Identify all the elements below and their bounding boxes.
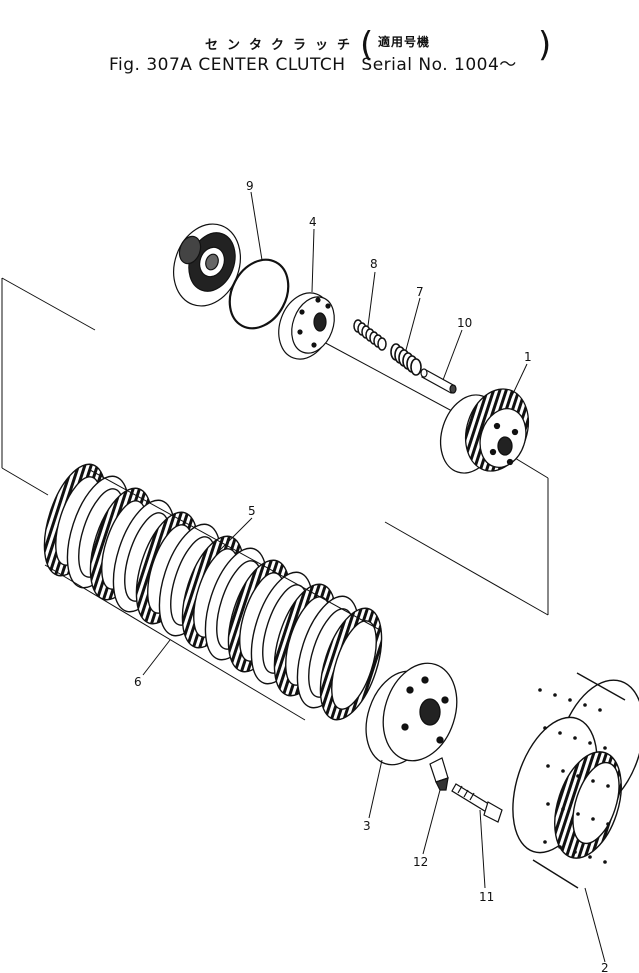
callout-labels: 9 4 8 7 10 1 5 6 3 12 11 2 <box>134 179 609 973</box>
bolt-hole <box>603 746 607 750</box>
bolt-hole <box>543 726 547 730</box>
bolt-hole <box>538 688 542 692</box>
part-2-bolt-holes <box>538 688 610 864</box>
figure-title: Fig. 307A CENTER CLUTCH Serial No. 1004～ <box>109 50 517 75</box>
part-1-clutch-hub <box>439 388 529 474</box>
clutch-disc-bore <box>331 620 377 710</box>
part-8-spring <box>353 319 387 351</box>
part-12-lock-plate <box>429 757 449 791</box>
bolt-hole <box>606 822 610 826</box>
title-japanese: センタクラッチ <box>205 38 360 53</box>
parts-5-6-disc-stack <box>43 463 383 721</box>
bolt-hole <box>598 708 602 712</box>
close-paren: ) <box>538 25 552 65</box>
part-3-retainer-plate <box>365 662 458 766</box>
figure-title-english: Fig. 307A CENTER CLUTCH <box>109 55 346 75</box>
disc-stack-bracket <box>44 469 381 721</box>
bolt-hole <box>603 860 607 864</box>
callout-9: 9 <box>246 179 254 193</box>
bolt-hole <box>543 840 547 844</box>
bolt-hole <box>558 731 562 735</box>
open-paren: ( <box>360 25 374 65</box>
bolt-hole <box>561 807 565 811</box>
part-7-spring <box>390 343 422 376</box>
bolt-hole <box>573 850 577 854</box>
bolt-hole <box>576 812 580 816</box>
part-9-o-ring <box>228 258 290 330</box>
assembly-guide-lines <box>1 277 549 616</box>
callout-1: 1 <box>524 350 532 364</box>
callout-11: 11 <box>479 890 494 904</box>
bolt-hole <box>553 693 557 697</box>
bolt-hole <box>568 698 572 702</box>
part-11-bolt <box>451 783 503 823</box>
title-applicability-japanese: 適用号機 <box>378 35 431 49</box>
bolt-hole <box>606 784 610 788</box>
bolt-hole <box>546 802 550 806</box>
bolt-hole <box>576 774 580 778</box>
callout-6: 6 <box>134 675 142 689</box>
part-4-piston <box>278 292 335 360</box>
bolt-hole <box>591 817 595 821</box>
bolt-hole <box>583 703 587 707</box>
part-2-ring-gear <box>512 650 639 889</box>
part-9-hub-retainer <box>173 223 241 307</box>
bolt-hole <box>573 736 577 740</box>
callout-7: 7 <box>416 285 424 299</box>
callout-4: 4 <box>309 215 317 229</box>
bolt-hole <box>546 764 550 768</box>
serial-range: Serial No. 1004～ <box>361 55 517 75</box>
bolt-hole <box>561 769 565 773</box>
bolt-hole <box>558 845 562 849</box>
part-10-pin <box>420 368 457 394</box>
bolt-hole <box>591 779 595 783</box>
bolt-hole <box>588 741 592 745</box>
callout-8: 8 <box>370 257 378 271</box>
callout-5: 5 <box>248 504 256 518</box>
callout-10: 10 <box>457 316 472 330</box>
callout-12: 12 <box>413 855 428 869</box>
bolt-hole <box>588 855 592 859</box>
callout-leader-lines <box>142 191 606 963</box>
callout-3: 3 <box>363 819 371 833</box>
callout-2: 2 <box>601 961 609 973</box>
